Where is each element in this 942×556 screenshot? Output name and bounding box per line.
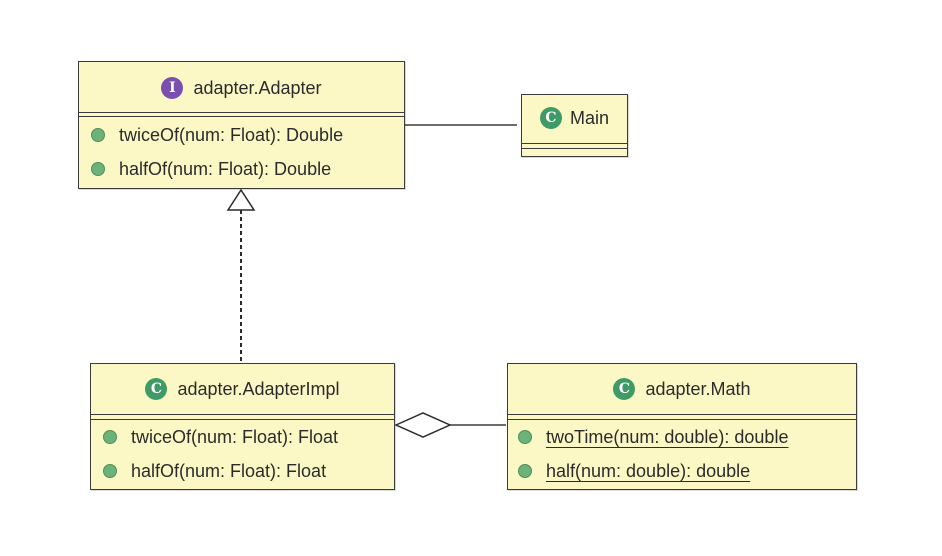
class-icon: C [539,107,562,129]
header-divider [522,148,627,149]
math-class-name: adapter.Math [645,378,751,399]
adapter-interface-box[interactable]: I adapter.Adapter twiceOf(num: Float): D… [78,61,405,189]
method-signature: twiceOf(num: Float): Float [131,426,339,447]
adapter-interface-name: adapter.Adapter [193,77,322,98]
math-class-header: C adapter.Math [508,364,856,414]
static-method-signature: half(num: double): double [546,460,751,481]
adapter-impl-header: C adapter.AdapterImpl [91,364,394,414]
header-divider [508,419,856,420]
static-method-row[interactable]: half(num: double): double [508,454,856,488]
class-icon: C [145,378,168,400]
adapter-impl-name: adapter.AdapterImpl [177,378,340,399]
method-signature: halfOf(num: Float): Float [131,460,327,481]
public-method-icon [518,430,532,444]
method-signature: twiceOf(num: Float): Double [119,124,344,145]
header-divider [91,419,394,420]
realization-arrowhead [226,188,256,211]
method-signature: halfOf(num: Float): Double [119,158,332,179]
math-class-methods: twoTime(num: double): double half(num: d… [508,414,856,488]
class-icon: C [613,378,636,400]
aggregation-diamond [394,412,452,438]
header-divider [508,414,856,415]
main-class-name: Main [569,107,609,128]
method-row[interactable]: halfOf(num: Float): Float [91,454,394,488]
main-class-header: C Main [522,95,627,141]
header-divider [79,112,404,113]
adapter-interface-methods: twiceOf(num: Float): Double halfOf(num: … [79,114,404,186]
header-divider [91,414,394,415]
adapter-impl-box[interactable]: C adapter.AdapterImpl twiceOf(num: Float… [90,363,395,490]
header-divider [79,116,404,117]
header-divider [522,143,627,144]
adapter-impl-methods: twiceOf(num: Float): Float halfOf(num: F… [91,414,394,488]
public-method-icon [91,128,105,142]
method-row[interactable]: halfOf(num: Float): Double [79,152,404,186]
math-class-box[interactable]: C adapter.Math twoTime(num: double): dou… [507,363,857,490]
method-row[interactable]: twiceOf(num: Float): Double [79,118,404,152]
static-method-row[interactable]: twoTime(num: double): double [508,420,856,454]
main-class-box[interactable]: C Main [521,94,628,157]
static-method-signature: twoTime(num: double): double [546,426,789,447]
method-row[interactable]: twiceOf(num: Float): Float [91,420,394,454]
interface-icon: I [161,77,184,99]
adapter-interface-header: I adapter.Adapter [79,62,404,114]
public-method-icon [103,464,117,478]
public-method-icon [103,430,117,444]
public-method-icon [518,464,532,478]
public-method-icon [91,162,105,176]
